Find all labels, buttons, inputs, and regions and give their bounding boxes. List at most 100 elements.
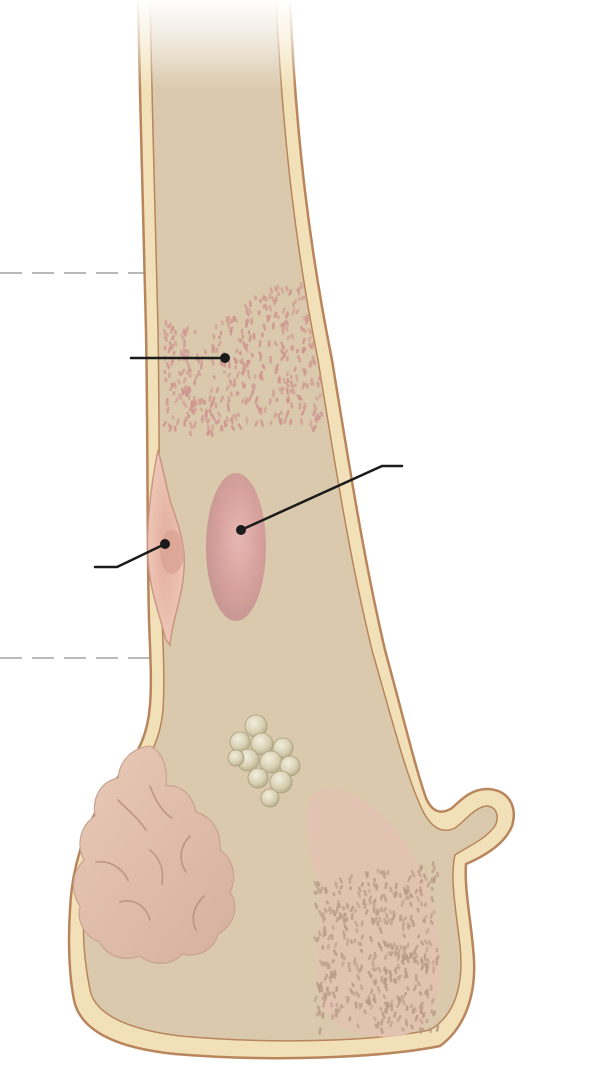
speckle-dot bbox=[368, 895, 373, 901]
speckle-dot bbox=[420, 964, 425, 971]
speckle-dot bbox=[414, 973, 418, 982]
speckle-dot bbox=[385, 918, 391, 925]
cortical-bulge-nidus bbox=[160, 530, 184, 574]
speckle-dot bbox=[349, 905, 355, 913]
speckle-dot bbox=[428, 1027, 433, 1034]
speckle-dot bbox=[409, 901, 413, 907]
speckle-dot bbox=[313, 881, 319, 889]
speckle-dot bbox=[226, 322, 231, 329]
speckle-dot bbox=[400, 960, 405, 965]
speckle-dot bbox=[187, 395, 191, 401]
speckle-dot bbox=[435, 1024, 440, 1032]
speckle-dot bbox=[182, 377, 187, 384]
speckle-dot bbox=[435, 959, 439, 966]
speckle-dot bbox=[212, 375, 216, 380]
speckle-dot bbox=[279, 417, 283, 426]
speckle-dot bbox=[348, 877, 352, 885]
speckle-dot bbox=[308, 343, 313, 349]
speckle-dot bbox=[392, 892, 397, 899]
speckle-dot bbox=[282, 377, 286, 385]
speckle-dot bbox=[380, 1027, 384, 1034]
speckle-dot bbox=[419, 1009, 423, 1015]
speckle-dot bbox=[225, 384, 231, 391]
speckle-dot bbox=[331, 959, 335, 964]
speckle-dot bbox=[288, 289, 293, 295]
speckle-dot bbox=[258, 339, 262, 348]
speckle-dot bbox=[423, 955, 427, 962]
speckle-dot bbox=[346, 904, 350, 910]
speckle-dot bbox=[360, 882, 365, 888]
speckle-dot bbox=[407, 892, 412, 900]
speckle-dot bbox=[383, 954, 388, 960]
speckle-dot bbox=[322, 917, 326, 924]
speckle-dot bbox=[340, 961, 345, 967]
speckle-dot bbox=[165, 397, 169, 404]
speckle-dot bbox=[215, 387, 220, 394]
speckle-dot bbox=[364, 909, 369, 915]
speckle-dot bbox=[282, 354, 286, 359]
speckle-dot bbox=[273, 340, 278, 347]
speckle-dot bbox=[343, 955, 346, 961]
speckle-dot bbox=[384, 1001, 389, 1010]
speckle-dot bbox=[350, 912, 354, 920]
speckle-dot bbox=[423, 952, 427, 958]
speckle-dot bbox=[192, 396, 196, 401]
speckle-dot bbox=[322, 961, 327, 967]
speckle-dot bbox=[238, 351, 242, 356]
speckle-dot bbox=[321, 286, 326, 294]
speckle-dot bbox=[241, 333, 245, 339]
speckle-dot bbox=[277, 375, 281, 380]
speckle-dot bbox=[295, 309, 300, 315]
speckle-dot bbox=[328, 976, 333, 984]
speckle-dot bbox=[276, 315, 280, 320]
speckle-dot bbox=[206, 418, 210, 424]
speckle-dot bbox=[431, 866, 437, 874]
speckle-dot bbox=[230, 417, 234, 425]
speckle-dot bbox=[425, 946, 429, 953]
speckle-dot bbox=[285, 409, 290, 418]
speckle-dot bbox=[335, 905, 339, 914]
speckle-dot bbox=[170, 359, 174, 366]
speckle-dot bbox=[314, 415, 319, 421]
speckle-dot bbox=[394, 882, 398, 890]
speckle-dot bbox=[382, 940, 388, 948]
speckle-dot bbox=[214, 323, 218, 330]
speckle-dot bbox=[211, 343, 215, 351]
speckle-dot bbox=[407, 924, 412, 930]
speckle-dot bbox=[178, 393, 183, 400]
speckle-dot bbox=[305, 314, 309, 320]
speckle-dot bbox=[285, 381, 290, 388]
speckle-dot bbox=[200, 397, 205, 405]
speckle-dot bbox=[171, 335, 175, 341]
speckle-dot bbox=[419, 1027, 424, 1034]
speckle-dot bbox=[411, 919, 416, 927]
speckle-dot bbox=[335, 1002, 339, 1007]
speckle-dot bbox=[321, 931, 327, 938]
speckle-dot bbox=[313, 890, 317, 896]
speckle-dot bbox=[389, 951, 394, 957]
speckle-dot bbox=[382, 907, 388, 913]
speckle-dot bbox=[205, 408, 208, 415]
speckle-dot bbox=[274, 368, 279, 375]
speckle-dot bbox=[268, 293, 272, 300]
speckle-dot bbox=[300, 295, 305, 301]
speckle-dot bbox=[240, 328, 244, 334]
speckle-dot bbox=[315, 396, 319, 401]
speckle-dot bbox=[253, 374, 257, 379]
speckle-dot bbox=[218, 335, 221, 340]
speckle-dot bbox=[236, 391, 240, 396]
speckle-dot bbox=[246, 369, 250, 375]
nodule bbox=[260, 788, 280, 808]
speckle-dot bbox=[371, 961, 375, 967]
speckle-dot bbox=[171, 415, 175, 420]
speckle-dot bbox=[284, 326, 289, 332]
speckle-dot bbox=[286, 397, 291, 403]
speckle-dot bbox=[290, 333, 294, 340]
speckle-dot bbox=[276, 284, 280, 290]
speckle-dot bbox=[323, 925, 327, 932]
speckle-dot bbox=[385, 912, 389, 919]
speckle-dot bbox=[182, 328, 186, 335]
speckle-dot bbox=[379, 870, 383, 875]
speckle-dot bbox=[372, 997, 377, 1004]
